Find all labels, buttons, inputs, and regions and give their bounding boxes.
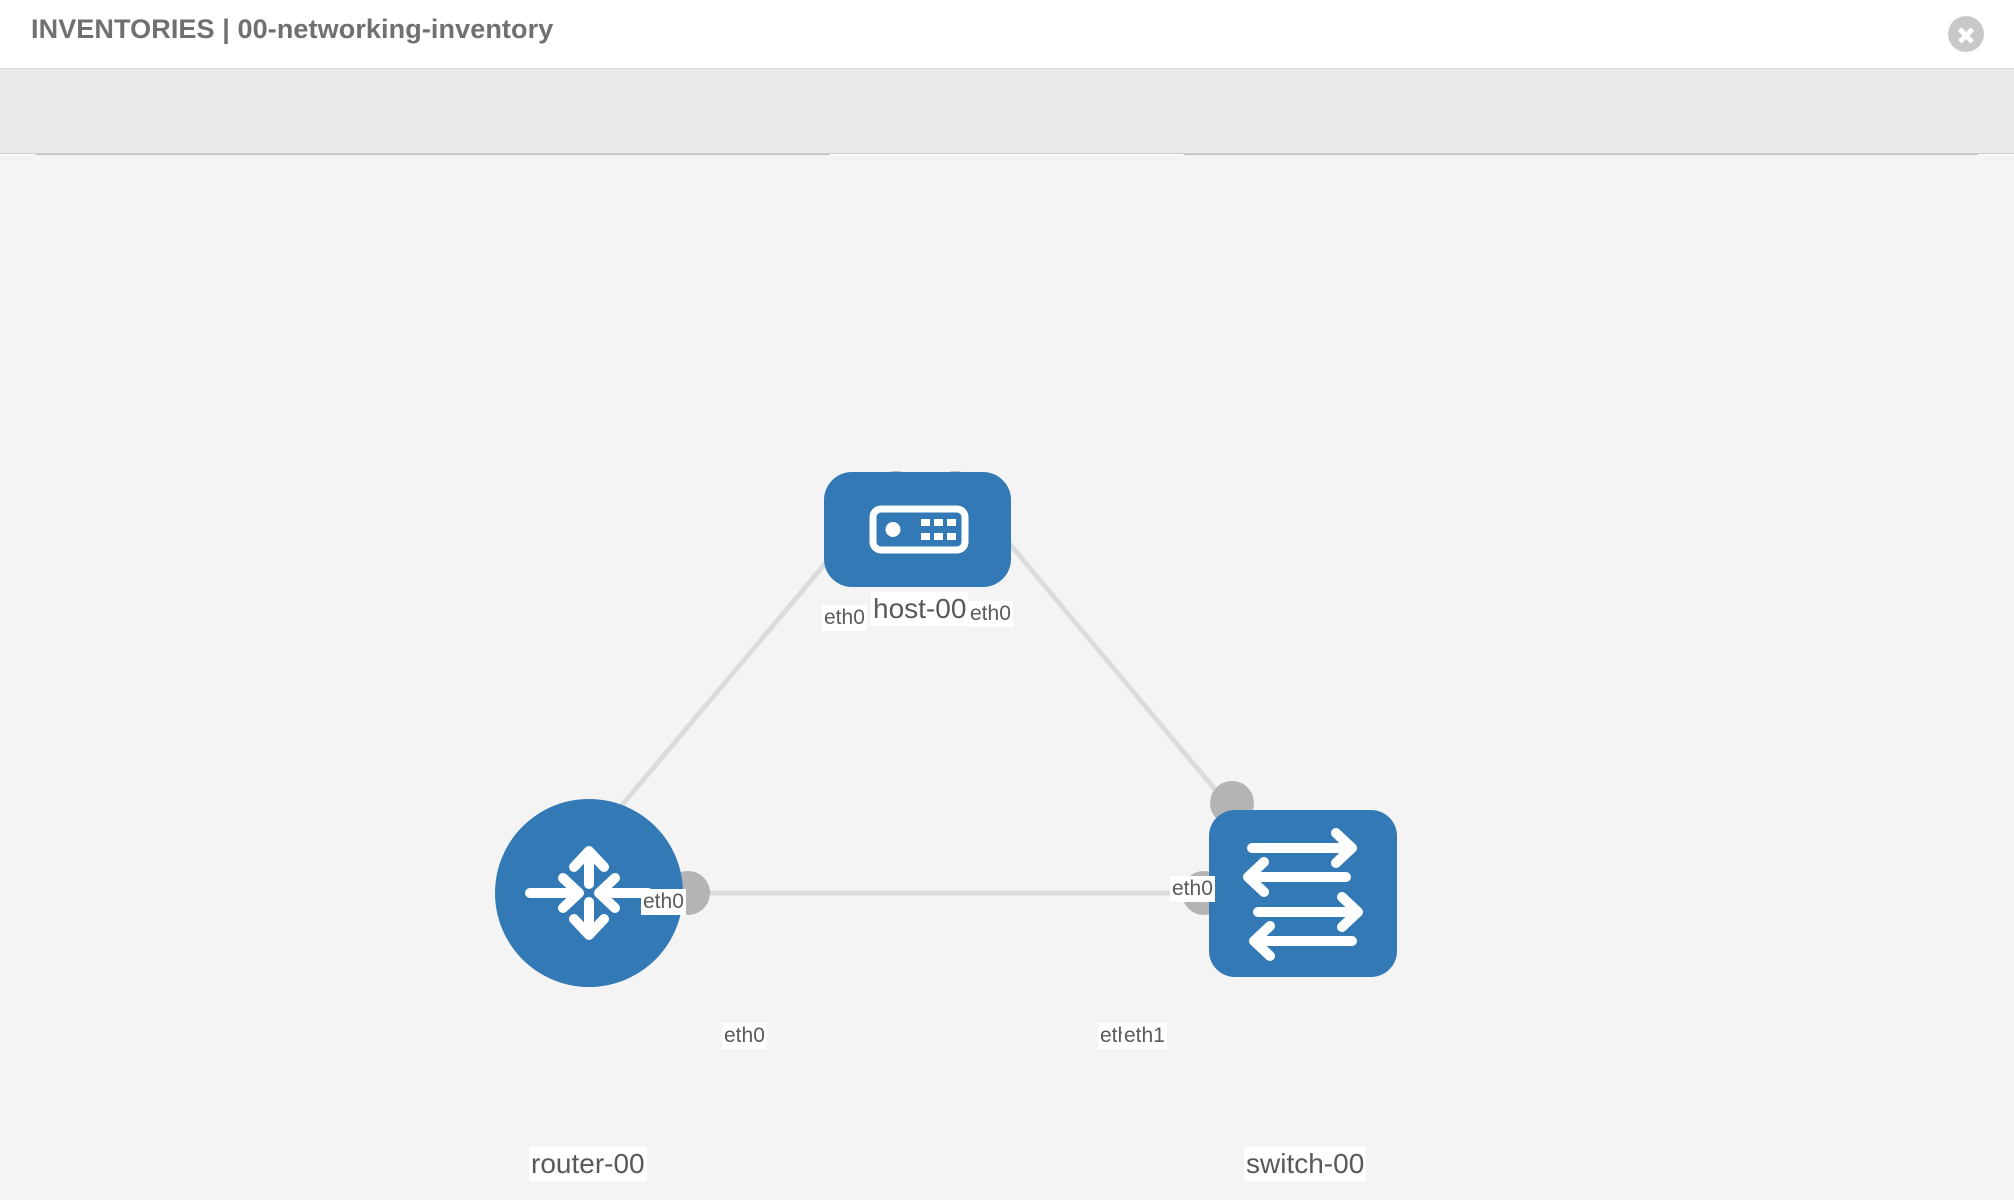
iface-label: eth0 — [1170, 876, 1215, 902]
iface-label: eth1 — [1122, 1023, 1167, 1049]
node-switch-00 — [1209, 810, 1397, 977]
topology-canvas[interactable]: eth0 eth0 eth0 eth0 eth0 eth0 eth1 host-… — [0, 155, 2014, 1200]
iface-label: eth0 — [968, 601, 1013, 627]
router-arrows-icon — [525, 846, 653, 940]
node-host-00 — [824, 472, 1011, 587]
iface-label: eth0 — [822, 605, 867, 631]
toolbar: ACTIONS SEARCH — [0, 69, 2014, 211]
node-label-router-00: router-00 — [529, 1147, 647, 1181]
close-icon[interactable] — [1948, 16, 1984, 52]
iface-label: eth0 — [722, 1023, 767, 1049]
switch-arrows-icon — [1243, 828, 1363, 961]
node-label-switch-00: switch-00 — [1244, 1147, 1367, 1181]
topology-graph — [495, 471, 1397, 987]
page-title: INVENTORIES | 00-networking-inventory — [31, 14, 554, 44]
node-label-host-00: host-00 — [871, 592, 969, 626]
node-router-00 — [495, 799, 683, 987]
header-bar: INVENTORIES | 00-networking-inventory — [0, 0, 2014, 69]
server-icon — [869, 505, 969, 554]
iface-label: eth0 — [641, 889, 686, 915]
